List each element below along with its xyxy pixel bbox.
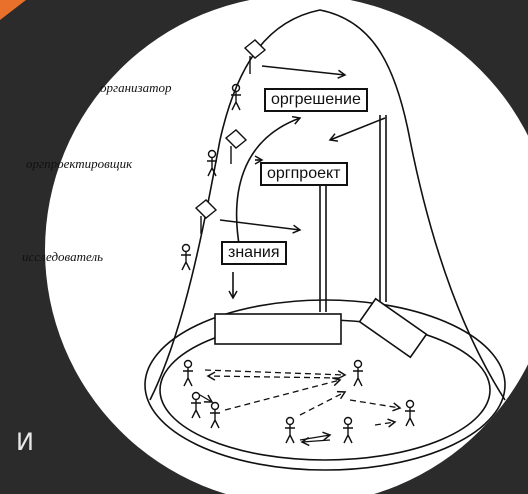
arrow-organizer-to-decision: [261, 65, 347, 79]
arrow-researcher-to-knowledge: [219, 219, 302, 234]
project-box: оргпроект: [260, 162, 348, 186]
role-designer-label: оргпроектировщик: [26, 156, 133, 171]
dashed-arrow: [349, 399, 402, 412]
knowledge-box: знания: [221, 241, 287, 265]
dashed-arrow: [374, 418, 397, 428]
role-organizer-label: организатор: [100, 80, 172, 95]
role-researcher-label: исследователь: [22, 249, 104, 264]
corner-accent: [0, 0, 26, 20]
footer-letter: И: [16, 428, 34, 456]
short-arrow: [300, 436, 331, 447]
base-ellipse: [144, 299, 506, 471]
base-rectangle: [214, 313, 342, 345]
dashed-arrow: [299, 390, 347, 416]
arrow-decision-to-designer: [328, 117, 386, 142]
dashed-arrow: [206, 371, 341, 381]
curved-feedback-arrow: [235, 115, 302, 251]
cone-outline: [149, 9, 506, 401]
tilted-rectangle: [358, 297, 428, 359]
decision-box: оргрешение: [264, 88, 368, 112]
dashed-arrow: [204, 369, 347, 380]
decision-to-tilted-line: [379, 115, 387, 302]
short-arrow: [199, 394, 214, 403]
project-to-rect-line: [319, 178, 327, 312]
